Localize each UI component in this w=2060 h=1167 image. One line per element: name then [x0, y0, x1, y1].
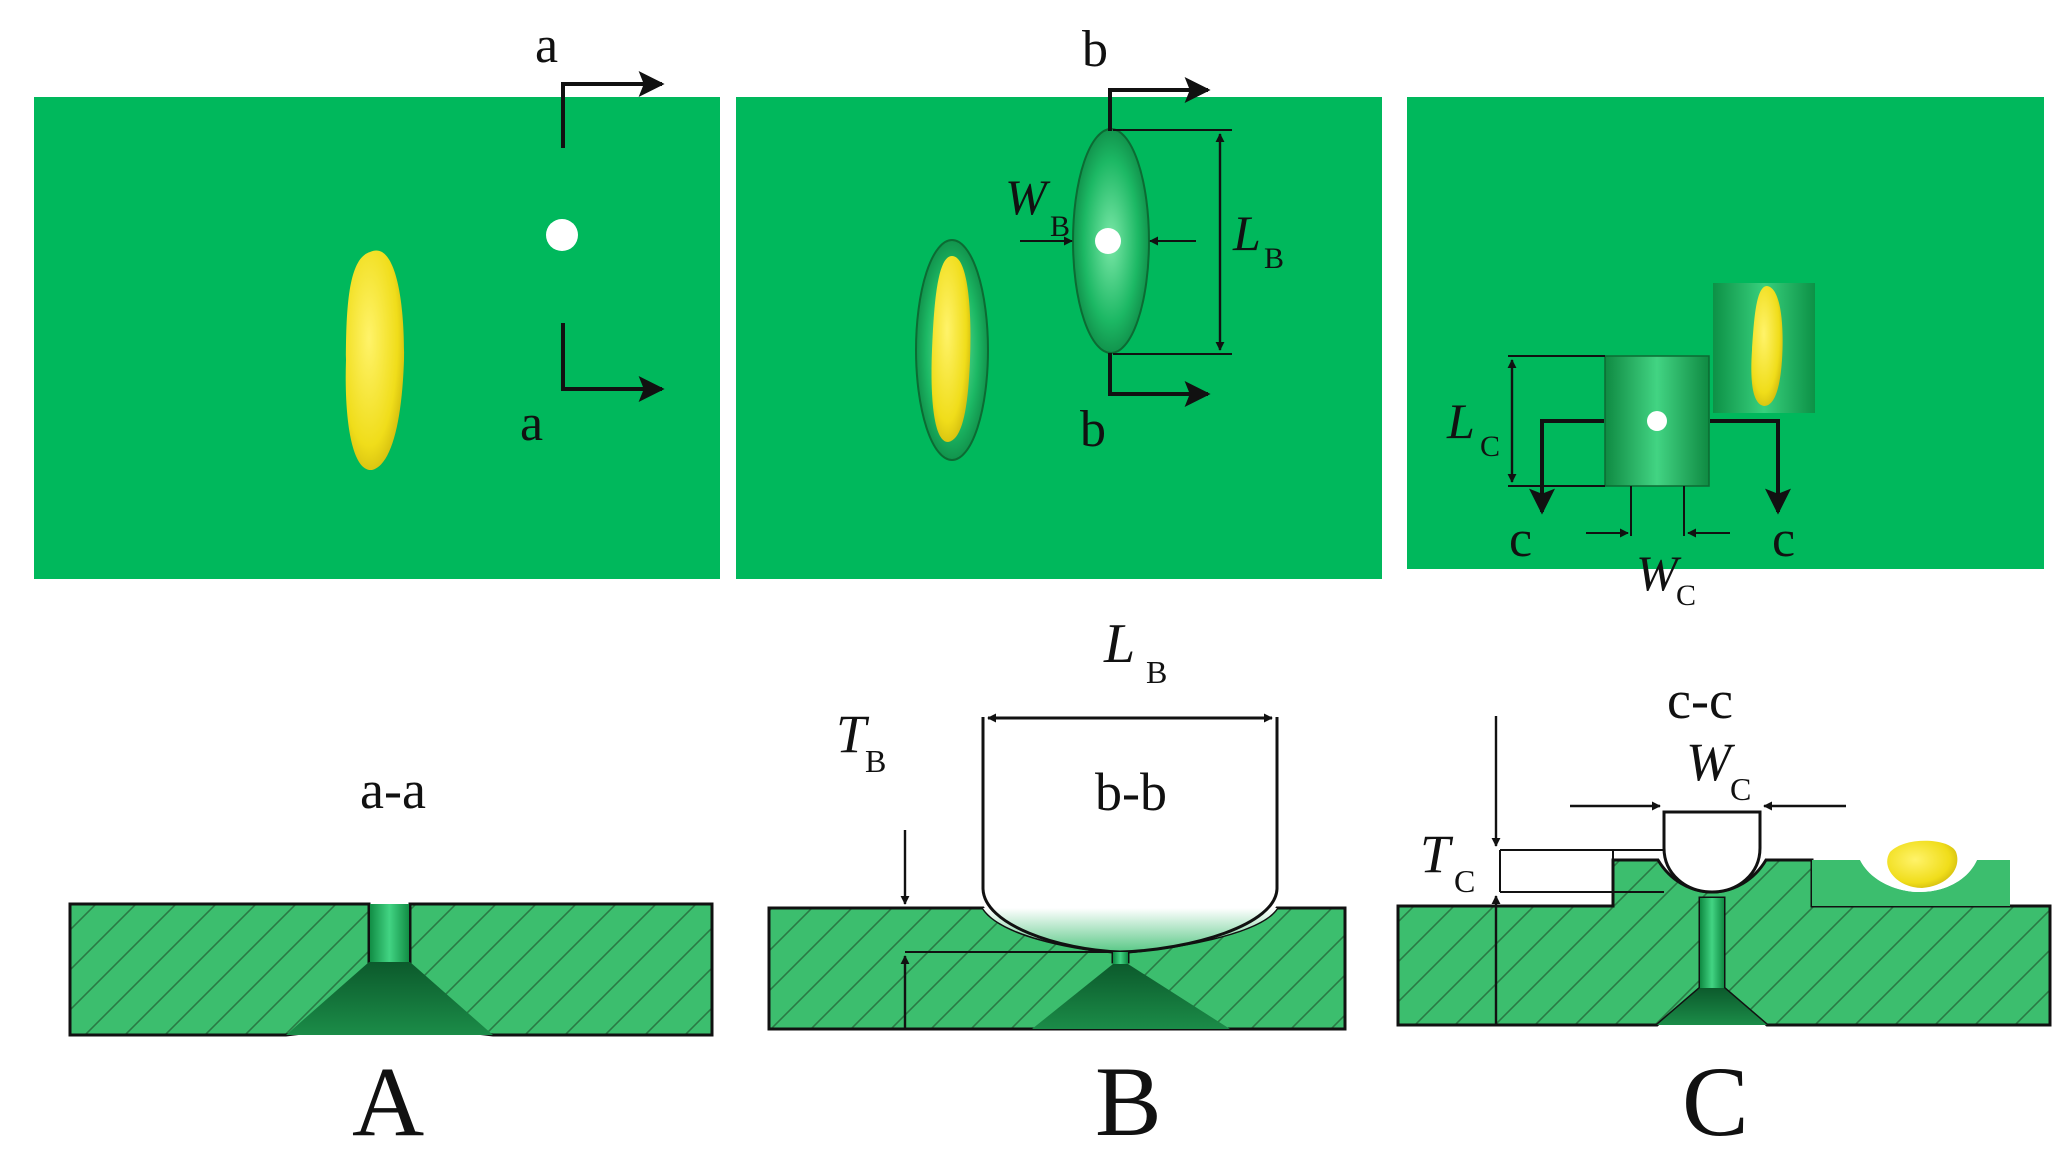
section-c-title: c-c: [1667, 670, 1733, 730]
nozzle-channel: [1113, 952, 1128, 964]
nozzle-channel: [1700, 898, 1724, 988]
section-arrow-icon: [561, 71, 665, 148]
section-mark-b-bottom: b: [1080, 401, 1106, 458]
caption-c: C: [1682, 1046, 1749, 1157]
top-panel-c: c c L C W C: [1407, 97, 2044, 612]
seed-icon: [1751, 286, 1783, 406]
thickness-c-symbol: T: [1420, 824, 1454, 884]
section-arrow-icon: [561, 323, 665, 402]
section-arrow-icon: [1108, 77, 1211, 131]
section-b-view: L B b-b T B B: [767, 613, 1347, 1157]
nozzle-cone: [286, 962, 493, 1035]
seed-icon: [931, 256, 971, 442]
section-mark-c-right: c: [1772, 511, 1795, 568]
length-b-symbol-section: L: [1103, 613, 1135, 675]
section-b-title: b-b: [1095, 762, 1167, 822]
section-arrow-icon: [1108, 353, 1211, 407]
length-c-symbol: L: [1446, 393, 1475, 449]
seed-icon: [345, 250, 405, 471]
nozzle-cone: [1657, 988, 1767, 1025]
width-b-subscript: B: [1050, 210, 1070, 243]
top-panel-b: b b W B L B: [736, 21, 1382, 579]
suction-cup: [1662, 810, 1762, 894]
section-c-view: c-c W C T C C: [1396, 670, 2052, 1157]
length-b-subscript: B: [1264, 242, 1284, 275]
section-mark-b-top: b: [1082, 21, 1108, 78]
nozzle-hole: [546, 219, 578, 251]
seed-chamber-outline: [981, 717, 1279, 954]
caption-a: A: [352, 1046, 424, 1157]
thickness-c-subscript: C: [1454, 863, 1475, 899]
nozzle-cone: [1032, 964, 1230, 1029]
length-b-subscript-section: B: [1146, 654, 1167, 690]
width-c-symbol-section: W: [1686, 732, 1736, 792]
width-b-symbol: W: [1005, 169, 1051, 225]
thickness-b-subscript: B: [865, 743, 886, 779]
width-c-subscript: C: [1676, 579, 1696, 612]
length-b-symbol: L: [1232, 205, 1261, 261]
seed-icon: [1887, 840, 1958, 888]
section-arrow-icon: [1529, 419, 1604, 515]
section-mark-a-top: a: [535, 17, 558, 74]
width-c-symbol: W: [1636, 545, 1682, 601]
caption-b: B: [1095, 1046, 1162, 1157]
section-mark-c-left: c: [1509, 511, 1532, 568]
section-a-title: a-a: [360, 760, 426, 820]
nozzle-hole: [1647, 411, 1667, 431]
length-c-subscript: C: [1480, 430, 1500, 463]
nozzle-channel: [369, 904, 410, 962]
width-c-subscript-section: C: [1730, 771, 1751, 807]
nozzle-hole: [1095, 228, 1121, 254]
seed-pocket: [1812, 860, 2010, 906]
thickness-b-symbol: T: [836, 704, 870, 764]
top-panel-a: a a: [34, 17, 720, 579]
section-mark-a-bottom: a: [520, 395, 543, 452]
section-arrow-icon: [1710, 419, 1791, 515]
section-a-view: a-a A: [68, 760, 714, 1157]
